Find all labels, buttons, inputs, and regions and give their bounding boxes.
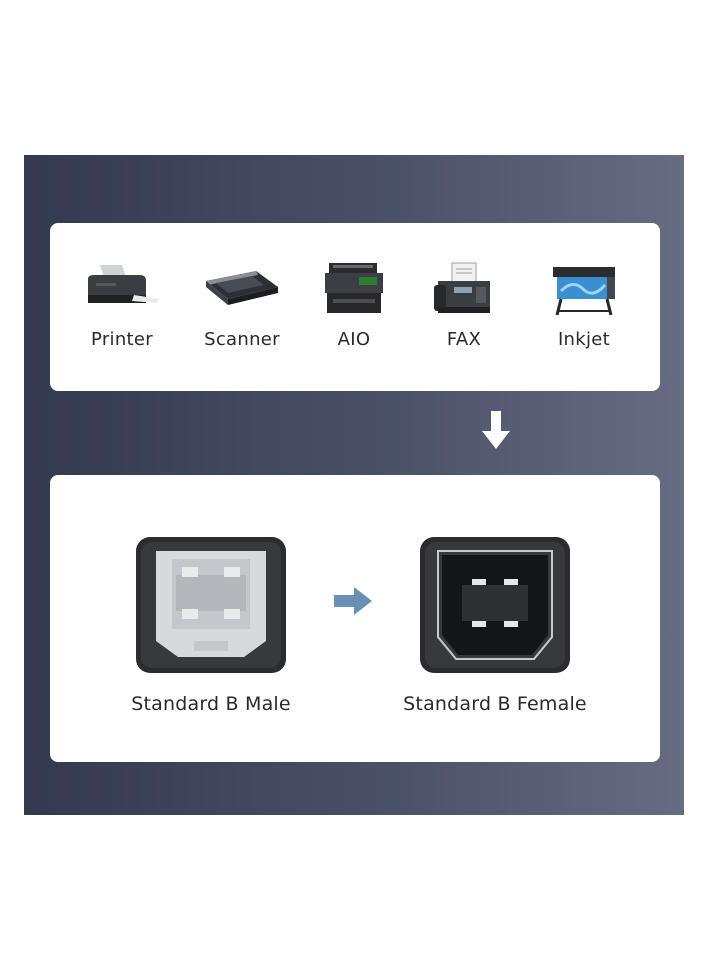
scanner-icon <box>202 261 282 317</box>
male-connector-label: Standard B Male <box>131 693 291 715</box>
printer-icon <box>82 261 162 317</box>
devices-card: Printer Scanner <box>50 223 660 391</box>
female-connector-label: Standard B Female <box>403 693 587 715</box>
device-scanner: Scanner <box>192 223 292 391</box>
usb-b-female-icon <box>420 537 570 677</box>
device-label: FAX <box>446 329 482 350</box>
device-fax: FAX <box>414 223 514 391</box>
device-label: Printer <box>91 329 153 350</box>
aio-icon <box>319 261 389 321</box>
background-panel: Printer Scanner <box>24 155 684 815</box>
connectors-card: Standard B Male Standard B Female <box>50 475 660 762</box>
device-label: AIO <box>337 329 371 350</box>
device-inkjet: Inkjet <box>534 223 634 391</box>
fax-icon <box>432 261 496 321</box>
device-label: Scanner <box>204 329 280 350</box>
usb-b-male-icon <box>136 537 286 677</box>
right-arrow-icon <box>334 587 374 619</box>
device-aio: AIO <box>304 223 404 391</box>
device-label: Inkjet <box>557 329 611 350</box>
device-printer: Printer <box>72 223 172 391</box>
inkjet-icon <box>549 261 619 321</box>
down-arrow-icon <box>482 411 510 455</box>
